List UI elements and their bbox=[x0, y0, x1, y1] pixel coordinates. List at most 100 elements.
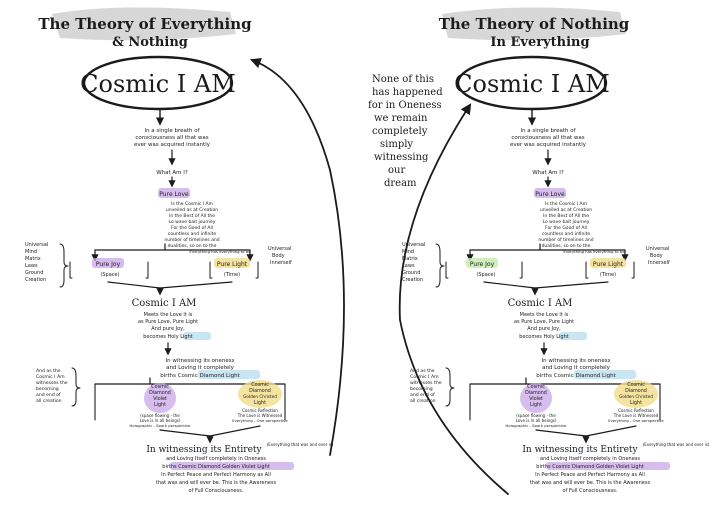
right-note-l2: has happened bbox=[372, 87, 443, 98]
left-holy-light-highlight bbox=[183, 332, 211, 340]
left-gold-l3: Golden Christed bbox=[243, 394, 277, 399]
left-um-brace bbox=[59, 243, 69, 288]
right-violet-sub2: Love is in all beings) bbox=[516, 418, 557, 423]
left-merge-l4: becomes Holy Light bbox=[143, 334, 192, 340]
left-love-l6: countless and infinite bbox=[168, 231, 217, 237]
left-joy-bracket bbox=[69, 261, 73, 279]
left-um-l6: Creation bbox=[25, 277, 46, 283]
left-what-am-i: What Am I? bbox=[156, 170, 188, 176]
right-pure-joy: Pure Joy bbox=[470, 261, 495, 268]
right-what-am-i: What Am I? bbox=[532, 170, 564, 176]
right-um-l6: Creation bbox=[402, 277, 423, 283]
right-note-l7: witnessing bbox=[374, 152, 429, 163]
right-final-l4: that was and will ever be. This is the A… bbox=[530, 480, 651, 486]
left-cosmic2: Cosmic I AM bbox=[132, 298, 197, 309]
left-violet-sub3: Holographic - Spark perspective bbox=[130, 423, 192, 428]
left-witness-l3: births Cosmic Diamond Light bbox=[160, 373, 240, 379]
left-andas-l6: all creation bbox=[36, 398, 62, 404]
right-pure-light: Pure Light bbox=[593, 261, 624, 268]
left-ub-l2: Body bbox=[272, 253, 285, 259]
left-gold-l2: Diamond bbox=[249, 388, 271, 394]
left-gold-sub2: The Love is Witnessed bbox=[237, 413, 283, 418]
left-cosmic-label: Cosmic I AM bbox=[80, 70, 236, 98]
right-gold-l3: Golden Christed bbox=[619, 394, 653, 399]
right-love-l3: In the Best of All the bbox=[543, 213, 589, 219]
left-diamond-light-highlight bbox=[198, 370, 260, 379]
left-violet-l2: Diamond bbox=[149, 390, 171, 396]
left-final-l4: that was and will ever be. This is the A… bbox=[156, 480, 277, 486]
right-pure-light-sub: (Time) bbox=[600, 272, 616, 278]
right-title-line2: In Everything bbox=[490, 35, 589, 50]
right-note-l6: simply bbox=[380, 139, 413, 150]
right-return-arrow bbox=[398, 103, 509, 495]
right-witness-l2: and Loving it completely bbox=[542, 365, 611, 371]
right-step1-l3: ever was acquired instantly bbox=[510, 142, 587, 148]
right-holy-light-highlight bbox=[559, 332, 587, 340]
right-note-l4: we remain bbox=[374, 113, 428, 124]
right-pure-joy-sub: (Space) bbox=[476, 272, 495, 278]
left-merge-l3: And pure Joy, bbox=[151, 326, 185, 332]
left-violet-sub2: Love is in all beings) bbox=[140, 418, 181, 423]
right-gold-sub1: Cosmic Reflection bbox=[618, 408, 654, 413]
right-final-merge-r bbox=[585, 425, 637, 437]
left-diagram: The Theory of Everything & Nothing Cosmi… bbox=[25, 7, 345, 494]
left-ub-l1: Universal bbox=[268, 246, 291, 252]
right-note-l5: completely bbox=[372, 126, 428, 137]
right-light-bracket-r bbox=[631, 261, 635, 279]
right-gold-sub2: The Love is Witnessed bbox=[613, 413, 659, 418]
right-final-l1: and Loving Itself completely in Oneness bbox=[540, 456, 640, 462]
right-final-l5: of Full Consciousness. bbox=[563, 488, 618, 494]
right-gold-l2: Diamond bbox=[625, 388, 647, 394]
right-violet-l4: Light bbox=[530, 402, 542, 408]
left-light-bracket-r bbox=[255, 261, 259, 279]
right-pure-love-highlight bbox=[534, 188, 566, 198]
right-love-l8: dualities, so on to the bbox=[542, 243, 591, 249]
right-love-l2: unveiled as at Creation bbox=[540, 207, 592, 213]
right-merge-l2: as Pure Love, Pure Light bbox=[514, 319, 574, 325]
right-note-l8: our bbox=[388, 165, 405, 176]
right-um-brace bbox=[435, 243, 445, 288]
right-witness-l3: births Cosmic Diamond Light bbox=[536, 373, 616, 379]
left-pure-light-sub: (Time) bbox=[224, 272, 240, 278]
left-love-l5: For the Good of All bbox=[171, 225, 213, 231]
right-title-highlight bbox=[442, 7, 626, 41]
left-andas-brace bbox=[71, 367, 81, 407]
left-step1-l3: ever was acquired instantly bbox=[134, 142, 211, 148]
left-witness-l1: In witnessing its oneness bbox=[165, 358, 234, 364]
left-pure-joy-sub: (Space) bbox=[100, 272, 119, 278]
right-gold-l1: Cosmic bbox=[627, 382, 645, 388]
right-ub-l3: Innerself bbox=[648, 260, 670, 266]
left-gold-l4: Light bbox=[254, 400, 266, 406]
right-andas-l5: and end of bbox=[410, 392, 435, 398]
left-gold-blob bbox=[238, 380, 282, 408]
left-title-line2: & Nothing bbox=[112, 35, 188, 50]
left-merge-r bbox=[159, 281, 233, 289]
right-light-bracket bbox=[585, 261, 589, 279]
left-gold-sub1: Cosmic Reflection bbox=[242, 408, 278, 413]
left-pure-joy: Pure Joy bbox=[96, 261, 121, 268]
right-joy-bracket bbox=[445, 261, 449, 279]
right-pure-love: Pure Love bbox=[535, 191, 565, 198]
right-love-l9: Everything has everything to be bbox=[563, 249, 625, 254]
left-golden-violet-highlight bbox=[170, 462, 294, 470]
left-pure-joy-highlight bbox=[92, 258, 124, 268]
left-return-arrow bbox=[249, 58, 345, 456]
right-entirety-note: (Everything that was and ever is) bbox=[643, 442, 710, 447]
left-love-l1: Is the Cosmic I Am bbox=[171, 201, 213, 207]
left-final-l3: In Perfect Peace and Perfect Harmony as … bbox=[161, 472, 271, 478]
right-violet-blob bbox=[520, 383, 552, 413]
left-final-l5: of Full Consciousness. bbox=[189, 488, 244, 494]
left-title-highlight bbox=[52, 7, 236, 41]
left-um-l4: Laws bbox=[25, 263, 38, 269]
left-joy-bracket-r bbox=[145, 261, 149, 279]
left-violet-l3: Violet bbox=[153, 396, 167, 402]
right-violet-sub3: Holographic - Spark perspective bbox=[506, 423, 568, 428]
right-andas-l3: witnesses the bbox=[410, 380, 442, 386]
right-entirety: In witnessing its Entirety bbox=[522, 445, 638, 455]
left-pure-love: Pure Love bbox=[159, 191, 189, 198]
left-um-l5: Ground bbox=[25, 270, 43, 276]
right-merge-r bbox=[534, 281, 609, 289]
left-light-bracket bbox=[209, 261, 213, 279]
right-love-l5: For the Good of All bbox=[545, 225, 587, 231]
